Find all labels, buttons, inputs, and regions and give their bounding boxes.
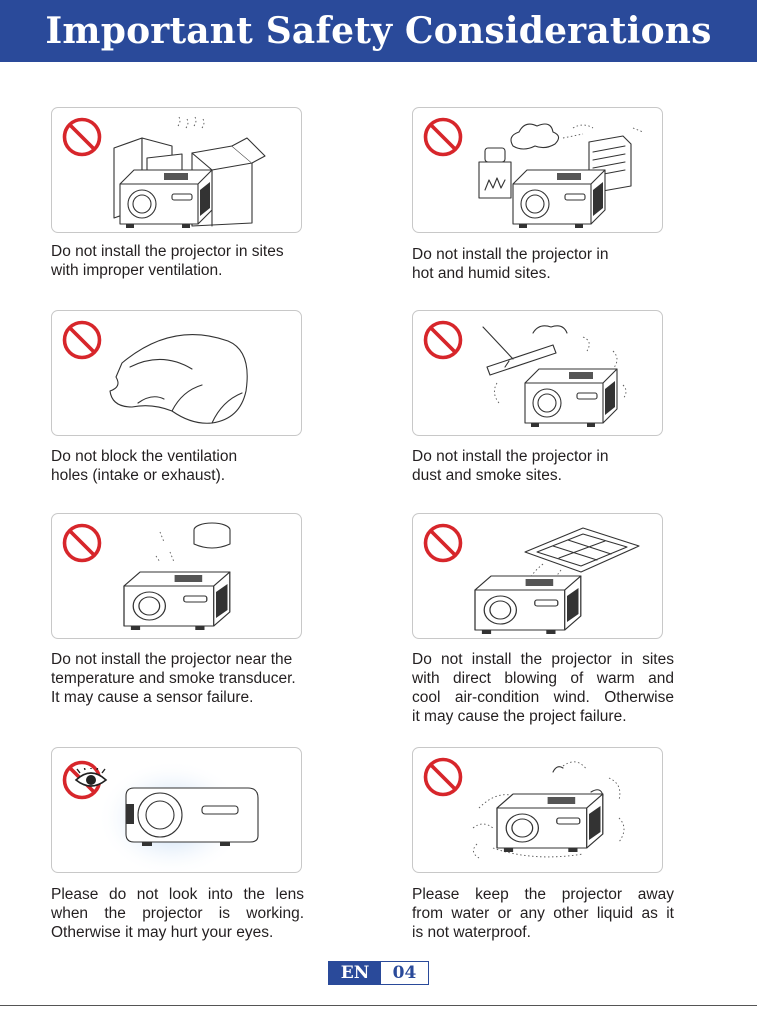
no-symbol-icon [62,117,102,157]
no-symbol-icon [62,523,102,563]
illustration-dust-smoke [412,310,663,436]
illustration-blocked-vents [51,310,302,436]
language-badge: EN [329,962,381,984]
bottom-divider [0,1005,757,1006]
no-symbol-icon [423,757,463,797]
illustration-ac-wind [412,513,663,639]
illustration-improper-ventilation [51,107,302,233]
no-symbol-icon [423,523,463,563]
no-symbol-icon [62,320,102,360]
illustration-lens-eyes [51,747,302,873]
illustration-water [412,747,663,873]
page-number: 04 [392,963,417,983]
eye-icon [74,768,108,787]
no-symbol-icon [423,320,463,360]
illustration-hot-humid [412,107,663,233]
page-footer: EN 04 [328,961,429,985]
no-symbol-icon [423,117,463,157]
illustration-smoke-transducer [51,513,302,639]
header-bar: Important Safety Considerations [0,0,757,62]
page-title: Important Safety Considerations [45,10,712,52]
